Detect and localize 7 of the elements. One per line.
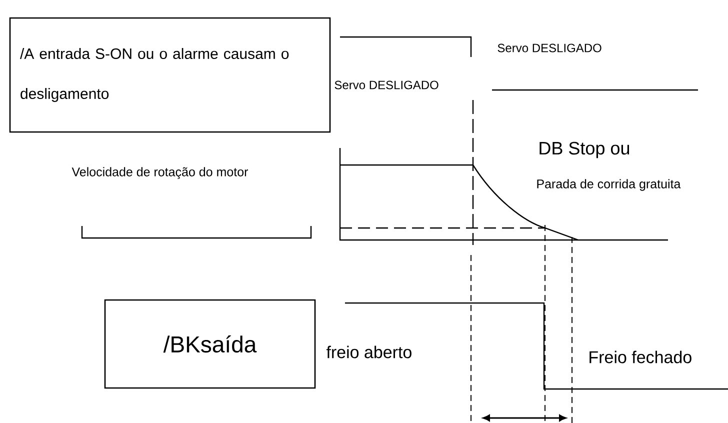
signal-label: Parada de corrida gratuita xyxy=(537,179,681,191)
signal-label: Freio fechado xyxy=(590,350,692,364)
signal-label: Velocidade de rotação do motor xyxy=(72,167,248,179)
signal-label: DB Stop ou xyxy=(540,142,630,158)
signal-label: Servo DESLIGADO xyxy=(498,44,602,52)
label-box: /A entrada S-ON ou o alarme causam o desligamento xyxy=(9,17,331,133)
label-box: /BKsaída xyxy=(104,299,316,389)
